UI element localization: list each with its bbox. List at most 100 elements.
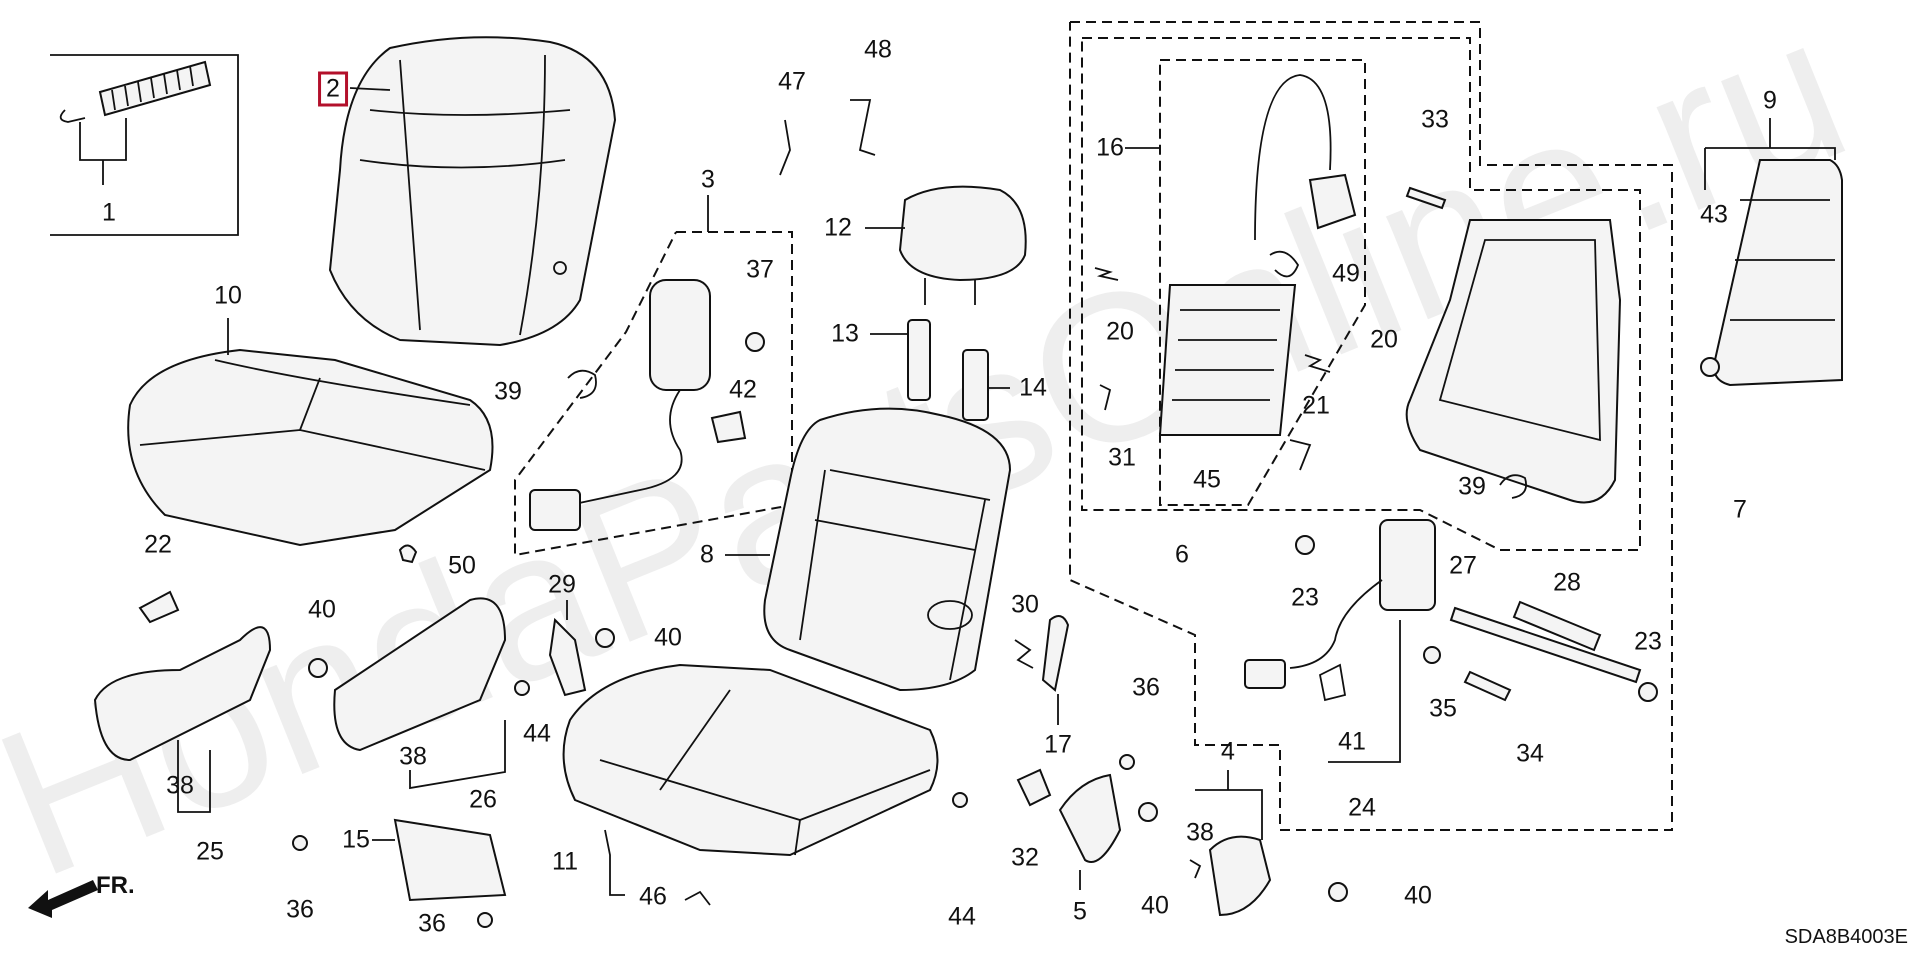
part-21-hook [1289, 439, 1312, 471]
callout-34[interactable]: 34 [1516, 739, 1544, 768]
group-box-3 [514, 231, 793, 557]
callout-40-left[interactable]: 40 [308, 595, 336, 624]
callout-35[interactable]: 35 [1429, 694, 1457, 723]
clip-39-left [567, 369, 597, 399]
part-39-clip-right [1499, 474, 1527, 499]
fastener-44-left [514, 680, 530, 696]
part-14-headrest-guide-lock [962, 349, 1010, 421]
callout-23-right[interactable]: 23 [1634, 627, 1662, 656]
callout-40-right[interactable]: 40 [1404, 881, 1432, 910]
part-12-headrest [865, 185, 1027, 305]
part-24-power-motor [1244, 519, 1436, 763]
callout-8[interactable]: 8 [700, 540, 714, 569]
part-3-side-airbag [529, 195, 711, 531]
callout-10[interactable]: 10 [214, 281, 242, 310]
part-20-spring-upper [1094, 267, 1119, 281]
callout-16[interactable]: 16 [1096, 133, 1124, 162]
fastener-36-left [292, 835, 308, 851]
callout-20-right[interactable]: 20 [1370, 325, 1398, 354]
callout-13[interactable]: 13 [831, 319, 859, 348]
part-30-spring [1014, 639, 1034, 669]
callout-23-left[interactable]: 23 [1291, 583, 1319, 612]
callout-39-right[interactable]: 39 [1458, 472, 1486, 501]
callout-48[interactable]: 48 [864, 35, 892, 64]
part-13-headrest-guide [870, 319, 931, 401]
callout-32[interactable]: 32 [1011, 843, 1039, 872]
callout-20-upper[interactable]: 20 [1106, 317, 1134, 346]
group-box-6 [1081, 37, 1641, 551]
fastener-44-right [952, 792, 968, 808]
part-5-side-cover [1058, 773, 1122, 890]
callout-50[interactable]: 50 [448, 551, 476, 580]
callout-42[interactable]: 42 [729, 375, 757, 404]
part-31-hook [1099, 384, 1112, 411]
callout-2-highlighted[interactable]: 2 [318, 71, 348, 107]
part-4-cover-assy [1195, 770, 1272, 917]
callout-38-right[interactable]: 38 [1186, 818, 1214, 847]
callout-40-lower[interactable]: 40 [1141, 891, 1169, 920]
part-35-nut [1423, 646, 1441, 664]
callout-15[interactable]: 15 [342, 825, 370, 854]
clip-38-right [1189, 859, 1202, 879]
callout-29[interactable]: 29 [548, 570, 576, 599]
callout-44-left[interactable]: 44 [523, 719, 551, 748]
callout-14[interactable]: 14 [1019, 373, 1047, 402]
fastener-40-lower [1138, 802, 1158, 822]
callout-26[interactable]: 26 [469, 785, 497, 814]
callout-9[interactable]: 9 [1763, 86, 1777, 115]
part-27-rod [1449, 606, 1642, 684]
front-direction-arrow [28, 880, 98, 918]
callout-41[interactable]: 41 [1338, 727, 1366, 756]
callout-30[interactable]: 30 [1011, 590, 1039, 619]
callout-6[interactable]: 6 [1175, 540, 1189, 569]
part-15-trim-cover [372, 818, 507, 902]
callout-22[interactable]: 22 [144, 530, 172, 559]
callout-7[interactable]: 7 [1733, 495, 1747, 524]
callout-39-left[interactable]: 39 [494, 377, 522, 406]
part-10-cushion-cover [127, 318, 494, 564]
callout-4[interactable]: 4 [1221, 737, 1235, 766]
part-32-recline-knob [1016, 768, 1052, 807]
callout-36-bottom[interactable]: 36 [418, 909, 446, 938]
part-49-clip [1269, 250, 1300, 278]
callout-38-left[interactable]: 38 [166, 771, 194, 800]
callout-31[interactable]: 31 [1108, 443, 1136, 472]
callout-38-middle[interactable]: 38 [399, 742, 427, 771]
clip-42 [710, 410, 747, 444]
callout-44-right[interactable]: 44 [948, 902, 976, 931]
fastener-40-middle [595, 628, 615, 648]
callout-49[interactable]: 49 [1332, 259, 1360, 288]
callout-36-left[interactable]: 36 [286, 895, 314, 924]
fastener-40-right [1328, 882, 1348, 902]
fastener-36-bottom [477, 912, 493, 928]
callout-1[interactable]: 1 [102, 198, 116, 227]
part-28-tube [1512, 600, 1602, 652]
callout-28[interactable]: 28 [1553, 568, 1581, 597]
callout-45[interactable]: 45 [1193, 465, 1221, 494]
part-33-bolt [1405, 186, 1447, 210]
group-box-16 [1159, 59, 1366, 506]
diagram-code: SDA8B4003E [1784, 926, 1908, 948]
clip-47 [779, 119, 791, 176]
callout-12[interactable]: 12 [824, 213, 852, 242]
callout-27[interactable]: 27 [1449, 551, 1477, 580]
callout-3[interactable]: 3 [701, 165, 715, 194]
part-16-lumbar-cable [1125, 74, 1357, 241]
callout-36-top[interactable]: 36 [1132, 673, 1160, 702]
seatback-frame [1405, 219, 1622, 504]
callout-46[interactable]: 46 [639, 882, 667, 911]
callout-11[interactable]: 11 [552, 847, 578, 876]
callout-43[interactable]: 43 [1700, 200, 1728, 229]
callout-21[interactable]: 21 [1302, 391, 1330, 420]
callout-33[interactable]: 33 [1421, 105, 1449, 134]
callout-17[interactable]: 17 [1044, 730, 1072, 759]
callout-47[interactable]: 47 [778, 67, 806, 96]
clip-48 [850, 99, 876, 156]
callout-24[interactable]: 24 [1348, 793, 1376, 822]
callout-25[interactable]: 25 [196, 837, 224, 866]
part-20-spring-right [1304, 354, 1331, 373]
callout-40-middle[interactable]: 40 [654, 623, 682, 652]
callout-37[interactable]: 37 [746, 255, 774, 284]
callout-5[interactable]: 5 [1073, 897, 1087, 926]
